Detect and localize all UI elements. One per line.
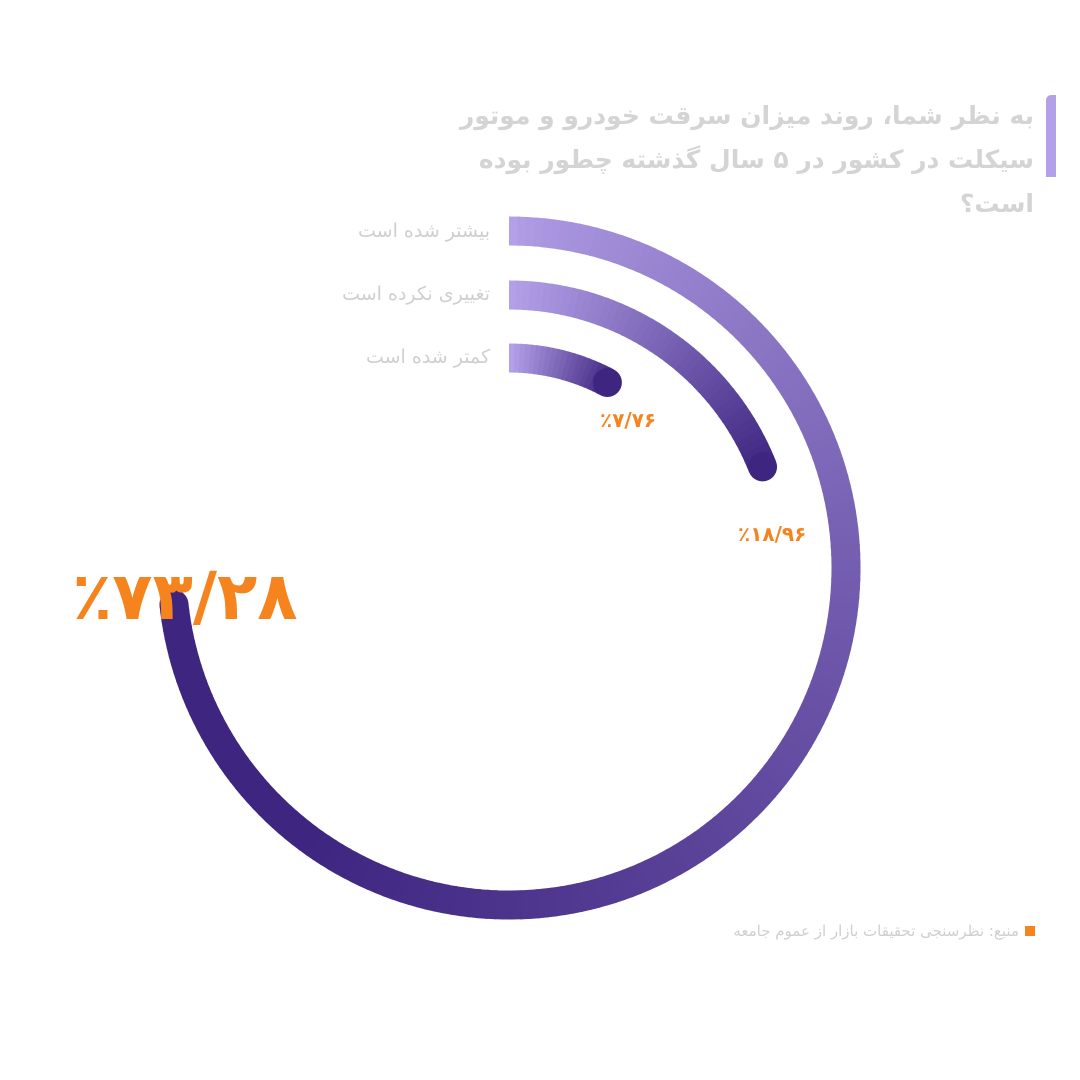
- category-label-decreased: کمتر شده است: [365, 346, 490, 368]
- bar-end-cap: [748, 452, 778, 482]
- title-accent-bar: [1046, 95, 1056, 177]
- bar-decreased: [508, 343, 622, 397]
- source-note: منبع: نظرسنجی تحقیقات بازار از عموم جامع…: [733, 922, 1035, 940]
- bar-increased: [159, 216, 861, 920]
- chart-title: به نظر شما، روند میزان سرقت خودرو و موتو…: [459, 101, 1034, 218]
- value-label-decreased: ٪۷/۷۶: [600, 408, 657, 432]
- bar-unchanged: [508, 280, 778, 482]
- category-label-unchanged: تغییری نکرده است: [342, 283, 490, 305]
- bar-end-cap: [592, 367, 622, 397]
- category-label-increased: بیشتر شده است: [358, 220, 490, 242]
- value-label-increased: ٪۷۳/۲۸: [72, 558, 298, 635]
- source-bullet-icon: [1025, 926, 1035, 936]
- source-text: منبع: نظرسنجی تحقیقات بازار از عموم جامع…: [733, 922, 1019, 940]
- value-label-unchanged: ٪۱۸/۹۶: [738, 522, 807, 546]
- bar-end-cap: [159, 589, 189, 619]
